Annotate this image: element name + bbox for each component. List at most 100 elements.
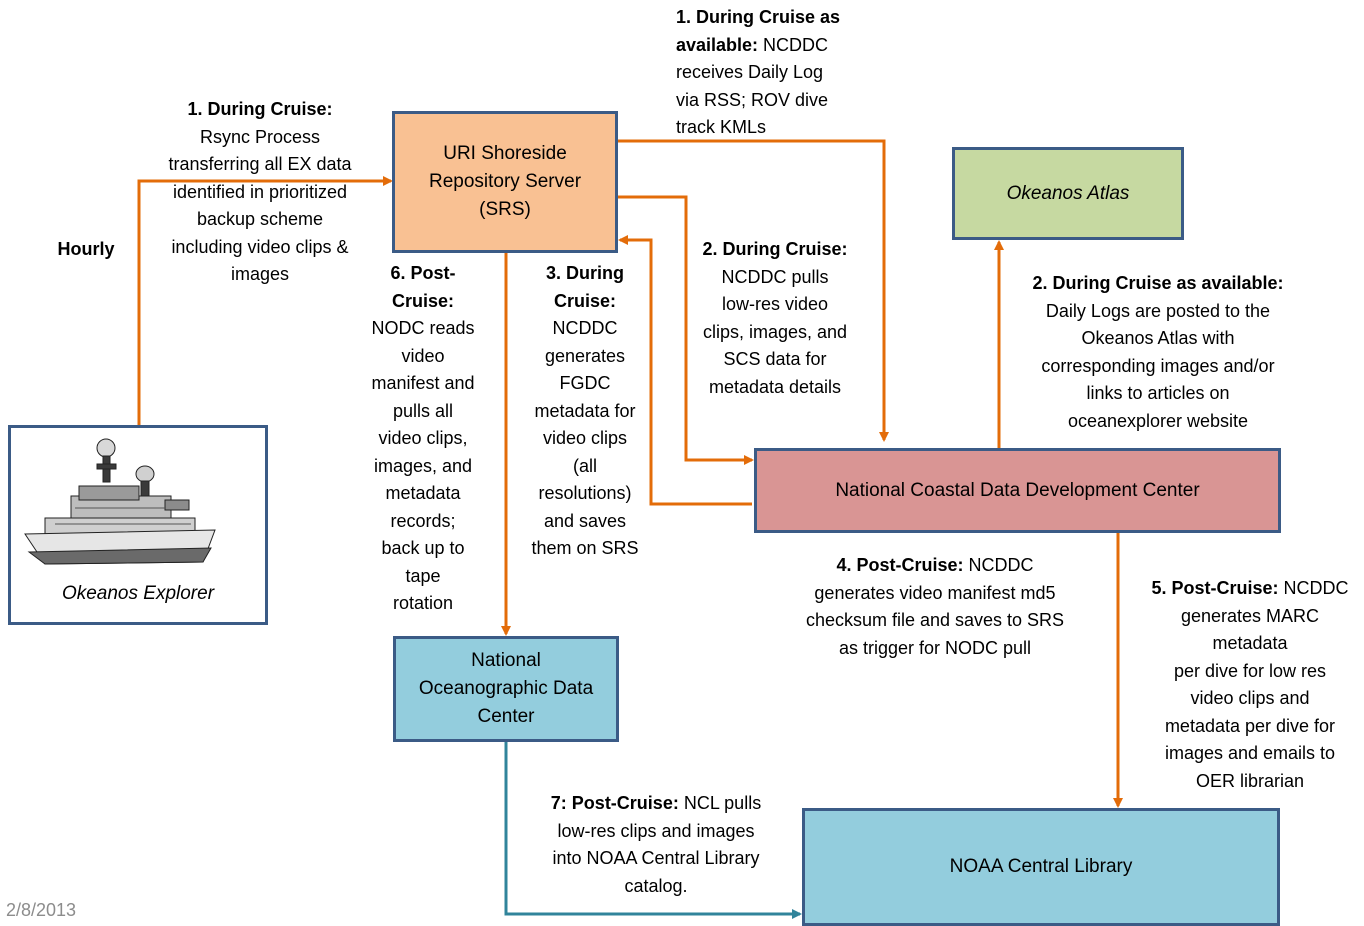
label-line-text: images [230, 264, 290, 284]
label-line-text: tape [405, 565, 441, 586]
label-line: 3. During [520, 260, 650, 288]
label-line-text: and saves [543, 510, 627, 531]
label-line-text: low-res video [721, 294, 829, 314]
label-line-text: low-res clips and images [557, 820, 755, 841]
label-line: into NOAA Central Library [522, 845, 790, 873]
label-line: 1. During Cruise as [676, 4, 890, 32]
label-line-text: back up to [381, 538, 465, 558]
label-line: 2. During Cruise: [686, 236, 864, 264]
label-line-bold: 5. Post-Cruise: [1151, 578, 1279, 598]
label-line-text: checksum file and saves to SRS [805, 610, 1065, 630]
label-line: Cruise: [358, 288, 488, 316]
label-line-text: NCL pulls [678, 793, 762, 813]
ncddc-node[interactable]: National Coastal Data Development Center [754, 448, 1281, 533]
label-line: links to articles on [1010, 380, 1306, 408]
label-line-text: images, and [373, 455, 473, 476]
label-line-text: NCDDC [552, 318, 618, 338]
srs-node[interactable]: URI Shoreside Repository Server (SRS) [392, 111, 618, 253]
srs-line: Repository Server [428, 171, 582, 192]
label-line-text: (all [572, 455, 597, 476]
label-line-text: including video clips & [171, 236, 349, 257]
label-line-bold: 1. During Cruise as [676, 7, 841, 27]
label-line-bold: 1. During Cruise: [187, 99, 333, 119]
label-line: Rsync Process [150, 124, 370, 152]
label-line-text: NCDDC [1278, 578, 1349, 598]
label-line: OER librarian [1140, 768, 1360, 796]
label-line: video [358, 343, 488, 371]
label-line-text: NODC reads [371, 318, 475, 338]
label-line-text: them on SRS [531, 538, 639, 558]
label-line-text: catalog. [624, 875, 688, 896]
label-line-text: metadata for [534, 400, 636, 421]
label-line-text: receives Daily Log [676, 62, 824, 82]
label-line: metadata [1140, 630, 1360, 658]
label-line: NCDDC [520, 315, 650, 343]
label-line-text: track KMLs [676, 117, 767, 137]
label-line: backup scheme [150, 206, 370, 234]
footer-date: 2/8/2013 [6, 900, 77, 920]
label-line: metadata for [520, 398, 650, 426]
arrow-srs-to-ncddc-pull [617, 195, 754, 465]
label-line-text: metadata [1212, 633, 1288, 653]
ship-image [24, 438, 216, 565]
label-line: 2. During Cruise as available: [1010, 270, 1306, 298]
nodc-node[interactable]: National Oceanographic Data Center [393, 636, 619, 742]
label-line: Hourly [38, 236, 134, 264]
label-line: generates video manifest md5 [780, 580, 1090, 608]
label-line-text: identified in prioritized [172, 181, 348, 202]
label-line-text: SCS data for [723, 349, 827, 369]
label-line: metadata [358, 480, 488, 508]
label-line-text: transferring all EX data [168, 154, 352, 174]
label-line-text: generates [544, 345, 626, 366]
label-line: resolutions) [520, 480, 650, 508]
ncl-label: NOAA Central Library [949, 856, 1133, 877]
label-line: video clips [520, 425, 650, 453]
label-line: metadata details [686, 374, 864, 402]
label-line-text: records; [390, 510, 456, 531]
label-line-bold: 2. During Cruise as available: [1032, 273, 1284, 293]
srs-line: URI Shoreside [443, 143, 567, 164]
label-line: low-res clips and images [522, 818, 790, 846]
srs-line: (SRS) [479, 199, 531, 220]
label-line: identified in prioritized [150, 179, 370, 207]
label-line-text: Daily Logs are posted to the [1045, 300, 1271, 321]
label-line: Okeanos Atlas with [1010, 325, 1306, 353]
label-line: FGDC [520, 370, 650, 398]
label-line-text: Okeanos Atlas with [1081, 328, 1235, 348]
label-line: 1. During Cruise: [150, 96, 370, 124]
label-line: corresponding images and/or [1010, 353, 1306, 381]
label-line: video clips, [358, 425, 488, 453]
label-line: them on SRS [520, 535, 650, 563]
label-line: track KMLs [676, 114, 890, 142]
label-line: 5. Post-Cruise: NCDDC [1140, 575, 1360, 603]
okeanos-explorer-node[interactable]: Okeanos Explorer [8, 425, 268, 625]
label-line-bold: 4. Post-Cruise: [836, 555, 964, 575]
label-line: 6. Post- [358, 260, 488, 288]
label-line: low-res video [686, 291, 864, 319]
ncddc-label: National Coastal Data Development Center [835, 479, 1200, 501]
atlas-label: Okeanos Atlas [1006, 182, 1130, 204]
label-line-text: as trigger for NODC pull [838, 637, 1032, 658]
nodc-line: Center [477, 706, 535, 727]
label-line: generates [520, 343, 650, 371]
label-line: images, and [358, 453, 488, 481]
label-line: oceanexplorer website [1010, 408, 1306, 436]
label-line-bold: Cruise: [391, 290, 454, 311]
nodc-line: National [471, 650, 541, 671]
label-line-text: resolutions) [538, 483, 632, 503]
label-line-text: clips, images, and [702, 321, 848, 342]
label-line-bold: available: [676, 34, 759, 55]
label-line-bold: Hourly [57, 239, 115, 259]
noaa-central-library-node[interactable]: NOAA Central Library [802, 808, 1280, 926]
label-line-text: rotation [392, 593, 454, 613]
label-line: tape [358, 563, 488, 591]
label-line: manifest and [358, 370, 488, 398]
label-line: SCS data for [686, 346, 864, 374]
okeanos-atlas-node[interactable]: Okeanos Atlas [952, 147, 1184, 240]
label-line-text: images and emails to [1164, 743, 1336, 763]
label-line: images and emails to [1140, 740, 1360, 768]
